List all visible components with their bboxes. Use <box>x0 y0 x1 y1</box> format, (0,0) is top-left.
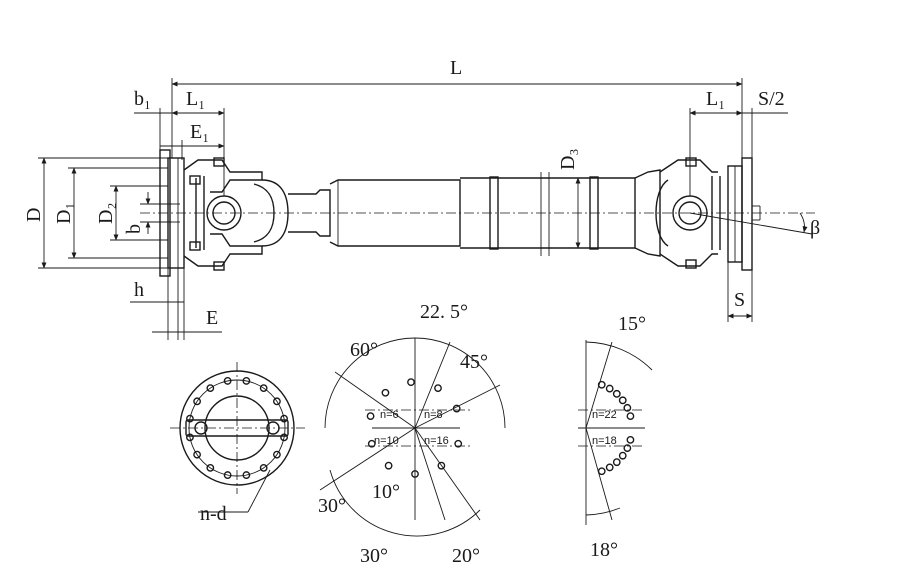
angle-45: 45° <box>460 351 488 373</box>
pattern-hole <box>605 384 614 393</box>
flange-bolt-hole <box>186 414 194 423</box>
right-flange <box>727 157 761 271</box>
dimension-labels: L b₁ L₁ E₁ L₁ S/2 D D₁ D₂ b D₃ h E S β <box>23 57 820 329</box>
pattern-hole <box>618 396 627 405</box>
flange-bolt-hole <box>206 384 215 392</box>
pattern-left-holes <box>366 378 463 478</box>
flange-bolt-hole <box>242 471 251 479</box>
dim-D3: D₃ <box>557 149 579 170</box>
pattern-hole <box>626 412 635 420</box>
flange-bolt-hole <box>259 384 268 392</box>
flange-bolt-hole <box>280 414 288 423</box>
dim-E1: E₁ <box>190 121 209 143</box>
angle-15: 15° <box>618 313 646 335</box>
beta-angle-line <box>689 212 813 235</box>
dim-b1: b₁ <box>134 88 151 110</box>
dim-L1-left: L₁ <box>186 88 205 110</box>
pattern-hole <box>384 461 393 470</box>
dim-L: L <box>450 57 462 79</box>
angle-60: 60° <box>350 339 378 361</box>
dim-D1: D₁ <box>53 203 75 224</box>
flange-bolt-hole <box>273 450 281 459</box>
pattern-hole <box>626 436 635 444</box>
pattern-hole <box>623 403 632 412</box>
pattern-hole <box>612 458 621 467</box>
left-universal-joint <box>183 157 289 271</box>
angle-30-left: 30° <box>318 495 346 517</box>
angle-20: 20° <box>452 545 480 567</box>
dim-L1-right: L₁ <box>706 88 725 110</box>
count-n16: n=16 <box>424 435 449 447</box>
dim-h: h <box>134 279 144 301</box>
spline-ring-1 <box>489 176 499 250</box>
pattern-hole <box>612 389 621 398</box>
left-flange <box>159 149 185 277</box>
flange-bolt-hole <box>259 464 268 472</box>
dim-E: E <box>206 307 218 329</box>
pattern-hole <box>452 404 461 413</box>
flange-bolt-hole <box>193 450 201 459</box>
angle-22-5: 22. 5° <box>420 301 468 323</box>
count-n22: n=22 <box>592 409 617 421</box>
flange-bolt-hole <box>223 377 232 385</box>
flange-end-view: n-d <box>170 362 305 525</box>
flange-bolt-hole <box>273 397 281 406</box>
dim-beta: β <box>810 217 820 239</box>
pattern-right-holes <box>597 380 635 476</box>
dim-S-half: S/2 <box>758 88 785 110</box>
pattern-hole <box>605 463 614 472</box>
flange-bolt-hole <box>223 471 232 479</box>
angle-30-bottom: 30° <box>360 545 388 567</box>
dim-D2: D₂ <box>95 203 117 224</box>
right-universal-joint <box>634 157 721 269</box>
bolt-pattern-left: 60° 22. 5° 45° 30° 10° 30° 20° n=6 n=8 n… <box>318 301 506 567</box>
pattern-hole <box>454 439 463 448</box>
pattern-hole <box>597 467 606 476</box>
shaft-tube <box>288 172 636 256</box>
shaft-side-view <box>140 149 815 277</box>
bolt-pattern-right: 15° 18° n=22 n=18 <box>578 313 653 561</box>
count-n8: n=8 <box>424 409 443 421</box>
flange-bolt-holes <box>186 377 288 479</box>
dim-b: b <box>123 224 145 234</box>
dimension-lines <box>38 78 788 340</box>
flange-bolt-hole <box>280 433 288 442</box>
spline-ring-2 <box>589 176 599 250</box>
flange-bolt-hole <box>242 377 251 385</box>
pattern-hole <box>407 378 415 387</box>
dim-S: S <box>734 289 745 311</box>
angle-18: 18° <box>590 539 618 561</box>
pattern-hole <box>437 461 446 470</box>
nd-leader <box>247 469 271 513</box>
pattern-hole <box>597 380 606 389</box>
flange-bolt-hole <box>186 433 194 442</box>
pattern-outer-arc <box>324 337 416 429</box>
pattern-hole <box>618 451 627 460</box>
count-n10: n=10 <box>374 435 399 447</box>
nd-callout: n-d <box>200 503 227 525</box>
count-n6: n=6 <box>380 409 399 421</box>
pattern-hole <box>366 412 375 420</box>
count-n18: n=18 <box>592 435 617 447</box>
pattern-hole <box>411 470 419 478</box>
pattern-hole <box>623 444 632 453</box>
pattern-hole <box>434 384 442 393</box>
pattern-hole <box>367 439 376 448</box>
angle-10: 10° <box>372 481 400 503</box>
flange-bolt-hole <box>206 464 215 472</box>
dim-D: D <box>23 208 45 222</box>
flange-bolt-hole <box>193 397 201 406</box>
pattern-hole <box>381 388 390 397</box>
